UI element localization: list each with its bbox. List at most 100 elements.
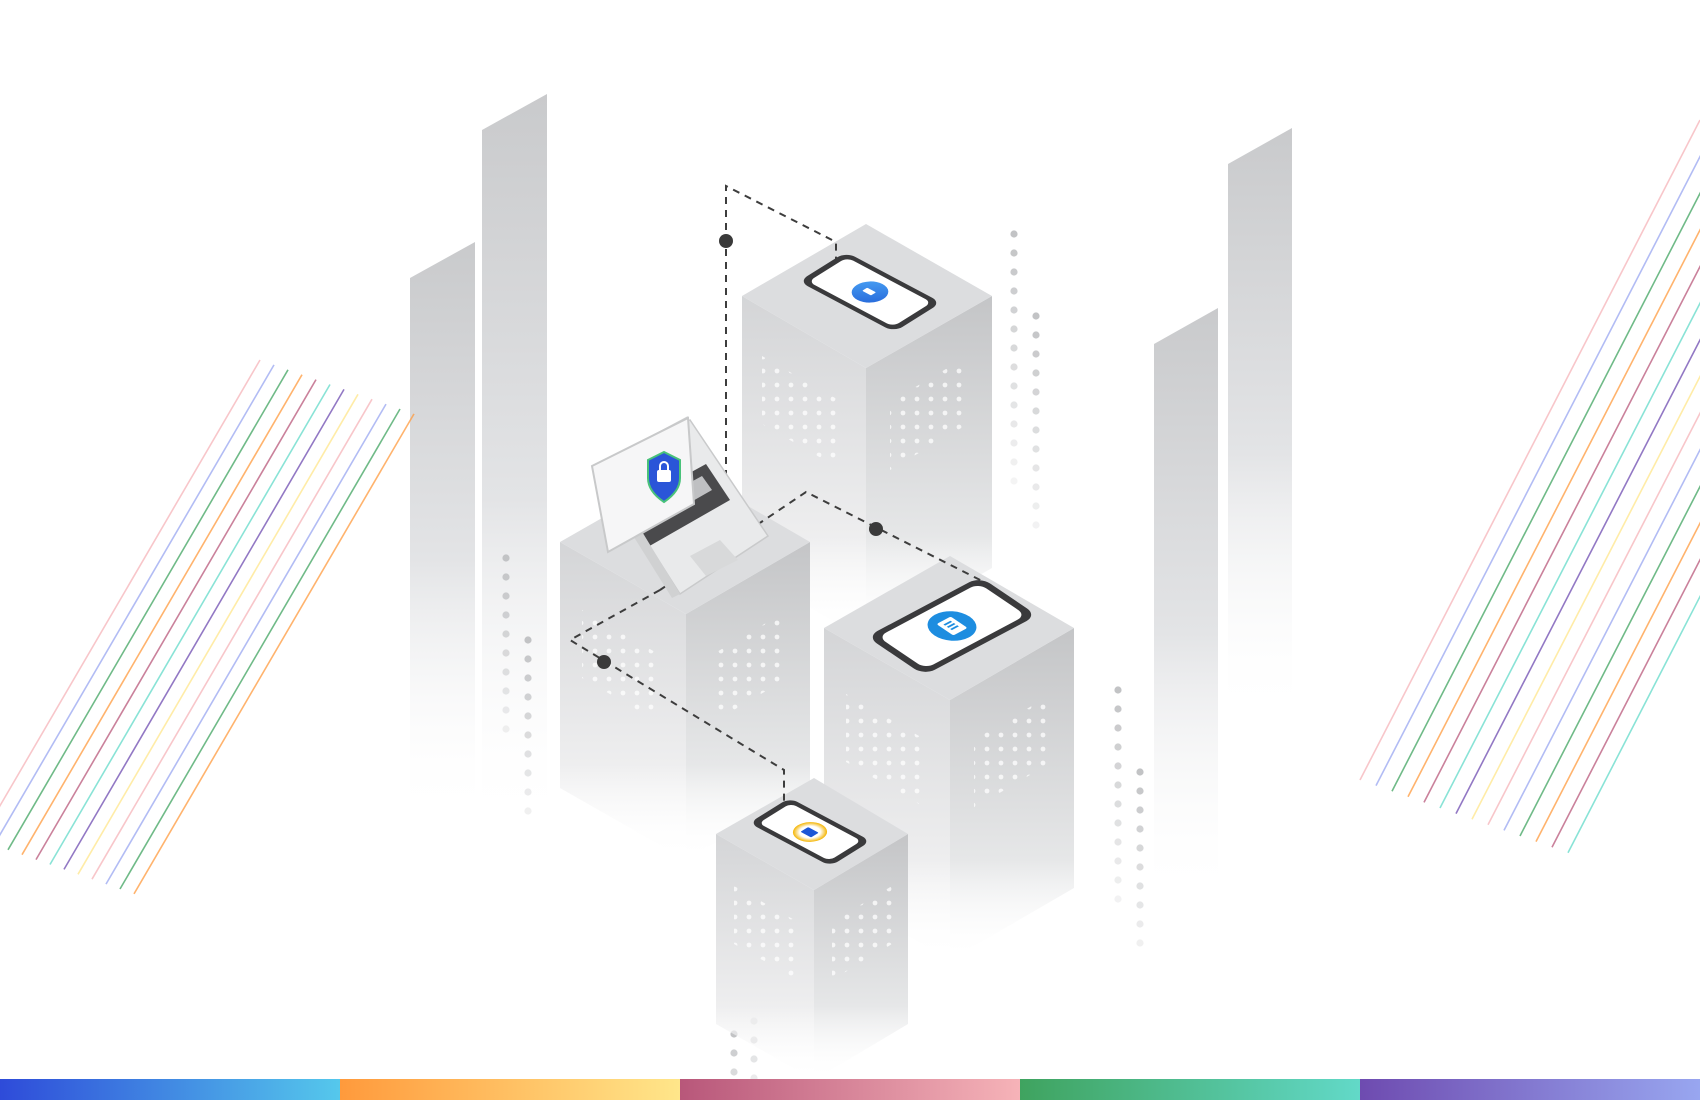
rainbow-streak	[77, 393, 359, 875]
decor-dot	[524, 693, 532, 701]
bar-segment-purple	[1360, 1079, 1700, 1100]
decor-dot	[1010, 306, 1018, 314]
decor-dot	[502, 668, 510, 676]
decor-dot	[1136, 844, 1144, 852]
decor-dot	[524, 788, 532, 796]
decor-dot	[1114, 686, 1122, 694]
decor-dot	[1032, 369, 1040, 377]
decor-dot	[1114, 762, 1122, 770]
decor-dot	[1010, 268, 1018, 276]
decor-dot	[1136, 768, 1144, 776]
rainbow-streak	[0, 364, 275, 837]
rainbow-streak	[1487, 411, 1700, 826]
decor-dot	[502, 573, 510, 581]
decor-dot	[502, 630, 510, 638]
rainbow-streak	[1375, 154, 1700, 786]
rainbow-streak	[1423, 264, 1700, 803]
lock-shield-icon	[647, 450, 681, 504]
decor-dot	[1032, 445, 1040, 453]
bar-segment-blue	[0, 1079, 340, 1100]
decor-dot	[1136, 863, 1144, 871]
decor-dot	[502, 554, 510, 562]
rainbow-streak	[1359, 119, 1700, 781]
rainbow-streak	[119, 408, 401, 890]
decor-dot	[1032, 426, 1040, 434]
decor-dot	[1136, 901, 1144, 909]
decor-dot	[524, 674, 532, 682]
decor-dot	[1136, 920, 1144, 928]
decor-dot	[1114, 705, 1122, 713]
decor-dot	[1032, 464, 1040, 472]
phone-top	[803, 254, 937, 330]
decor-dot	[750, 1055, 758, 1063]
rainbow-streak	[0, 359, 261, 808]
decor-dot	[524, 769, 532, 777]
decor-dot	[1032, 312, 1040, 320]
rainbow-streak	[49, 384, 331, 865]
bar-segment-green	[1020, 1079, 1360, 1100]
background-pillar-left-tall	[482, 94, 547, 830]
decor-dot	[1010, 401, 1018, 409]
rainbow-streaks-left	[0, 359, 415, 895]
decor-dot	[1010, 363, 1018, 371]
rainbow-streak	[1535, 521, 1700, 842]
rainbow-streak	[1407, 228, 1700, 798]
decor-dot	[1136, 787, 1144, 795]
brand-color-bar	[0, 1079, 1700, 1100]
rainbow-streak	[1439, 301, 1700, 809]
decor-dot	[502, 706, 510, 714]
background-pillar-left-short	[410, 242, 475, 820]
rainbow-streak	[35, 379, 317, 861]
decor-dot	[1114, 838, 1122, 846]
decor-dot	[1032, 521, 1040, 529]
rainbow-streak	[105, 403, 387, 885]
decor-dot	[1114, 800, 1122, 808]
decor-dot	[1010, 439, 1018, 447]
rainbow-streak	[1503, 448, 1700, 831]
decor-dot	[1114, 743, 1122, 751]
connection-nodes	[597, 234, 883, 669]
decor-dot	[1114, 819, 1122, 827]
background-pillar-right-tall	[1228, 128, 1292, 720]
laptop	[590, 416, 770, 598]
decor-dot	[1010, 287, 1018, 295]
decor-dot	[524, 807, 532, 815]
decor-dot	[524, 712, 532, 720]
rainbow-streak	[1567, 594, 1700, 854]
decor-dot	[502, 725, 510, 733]
decor-dot	[502, 649, 510, 657]
decor-dot	[1010, 382, 1018, 390]
decor-dot	[1136, 806, 1144, 814]
rainbow-streaks-right	[1359, 119, 1700, 854]
decor-dot	[1010, 344, 1018, 352]
rainbow-streak	[1455, 338, 1700, 814]
decor-dot	[1114, 895, 1122, 903]
decor-dot	[1136, 939, 1144, 947]
rainbow-streak	[91, 398, 373, 880]
decor-dot	[730, 1068, 738, 1076]
bar-segment-pink	[680, 1079, 1020, 1100]
rainbow-streak	[1551, 558, 1700, 848]
decor-dot	[1010, 249, 1018, 257]
decor-dot	[1032, 483, 1040, 491]
rainbow-streak	[21, 374, 303, 856]
tower-top	[742, 224, 992, 640]
decor-dot	[1010, 477, 1018, 485]
decor-dot	[502, 611, 510, 619]
decor-dot	[1010, 420, 1018, 428]
decor-dot	[1032, 331, 1040, 339]
rainbow-streak	[133, 413, 415, 895]
decor-dot	[1114, 724, 1122, 732]
bar-segment-orange	[340, 1079, 680, 1100]
decor-dot	[524, 655, 532, 663]
decor-dot	[1032, 502, 1040, 510]
decor-dot	[1136, 825, 1144, 833]
decor-dot	[524, 731, 532, 739]
decor-dot	[1010, 325, 1018, 333]
decor-dot	[1114, 876, 1122, 884]
rainbow-streak	[63, 388, 345, 870]
decor-dot	[502, 687, 510, 695]
decor-dot	[730, 1049, 738, 1057]
decor-dot	[502, 592, 510, 600]
